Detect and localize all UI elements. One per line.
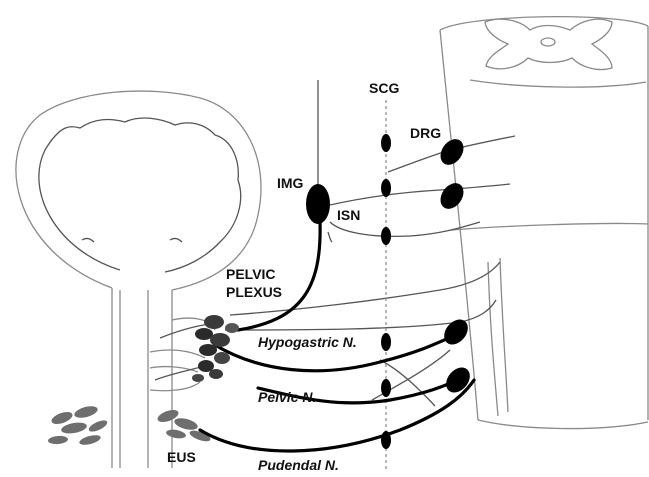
pelvic-floor-line-4 <box>150 382 200 391</box>
chain-ganglion <box>381 179 391 197</box>
spinal-cord-bottom <box>478 420 648 429</box>
label-pelvic-plexus-line2: PLEXUS <box>226 284 282 300</box>
bladder-inner-wall <box>39 118 241 272</box>
label-pelvic-plexus-line1: PELVIC <box>226 266 276 282</box>
label-img: IMG <box>277 175 304 191</box>
chain-ganglion <box>381 134 391 152</box>
central-canal <box>541 38 555 46</box>
spinal-cord-top <box>440 17 648 30</box>
spinal-cord-inner-line-2 <box>488 262 498 416</box>
label-scg: SCG <box>369 80 399 96</box>
label-pudendal-nerve: Pudendal N. <box>258 457 339 473</box>
drg-ganglion-middle <box>436 179 468 213</box>
label-drg: DRG <box>410 125 441 141</box>
sympathetic-chain <box>381 100 391 470</box>
img-ganglion <box>306 184 330 224</box>
spinal-cord-inner-line-3 <box>500 258 508 412</box>
sacral-ganglion-lower <box>441 363 474 397</box>
img-fiber-down <box>328 232 332 242</box>
bladder-outer-wall <box>16 91 261 290</box>
label-hypogastric-nerve: Hypogastric N. <box>258 334 357 350</box>
isn-fiber-upper <box>330 184 510 205</box>
spinal-cord-segment-line <box>452 223 648 230</box>
ureteric-orifice-right <box>170 238 182 242</box>
spinal-cord <box>440 17 648 429</box>
pelvic-plexus-cluster <box>192 315 239 382</box>
external-urethral-sphincter <box>48 404 212 447</box>
spinal-cord-left-edge <box>440 30 478 420</box>
label-pelvic-nerve: Pelvic N. <box>258 389 316 405</box>
pelvic-floor-line-2 <box>150 350 205 358</box>
ureteric-orifice-left <box>82 238 94 242</box>
grey-matter-butterfly <box>485 19 612 69</box>
chain-ganglion <box>381 333 391 351</box>
spinal-cord-inner-line <box>470 80 646 87</box>
bladder <box>16 91 261 468</box>
label-eus: EUS <box>167 449 196 465</box>
chain-ganglion <box>381 379 391 397</box>
chain-ganglion <box>381 227 391 245</box>
label-isn: ISN <box>337 207 360 223</box>
